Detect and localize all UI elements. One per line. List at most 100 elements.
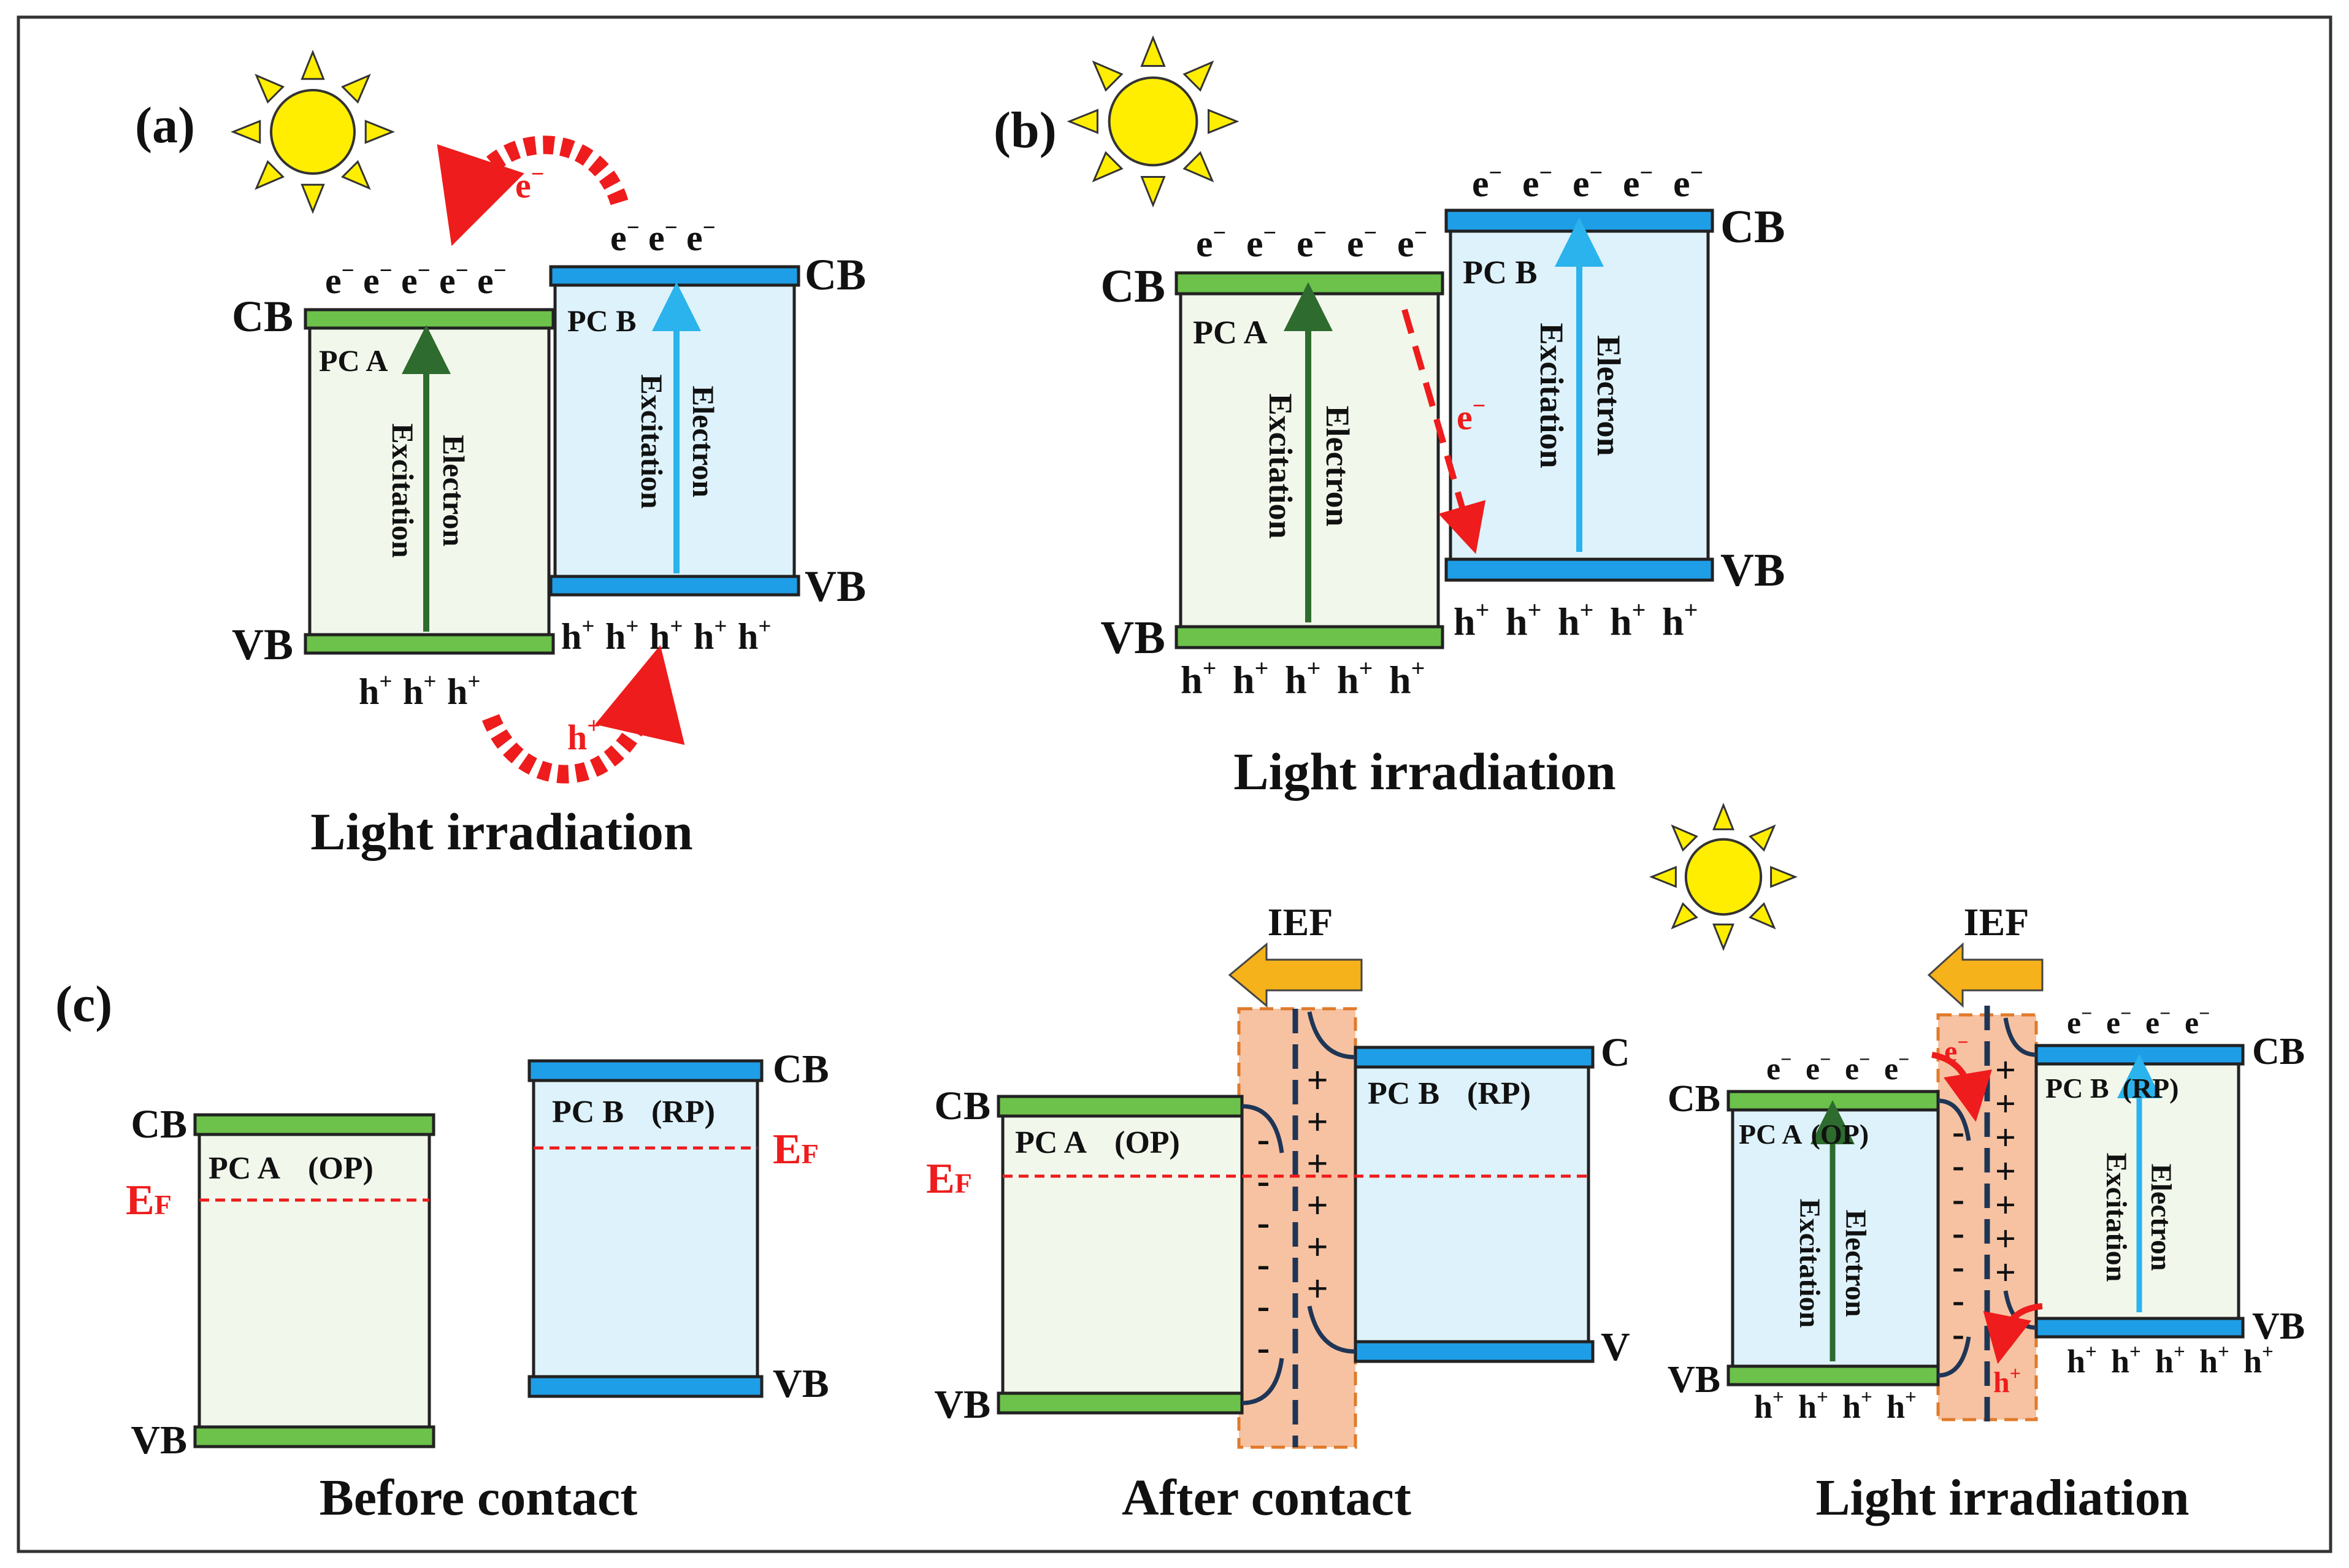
pc-a-cb-band	[304, 308, 555, 330]
positive-charges: +++++++	[1995, 1050, 2016, 1293]
carrier: h+	[2244, 1341, 2274, 1380]
pc-a-label: PC A	[319, 343, 388, 378]
pc-a-excitation-text-2: Excitation	[1793, 1199, 1826, 1328]
space-charge: -	[1257, 1160, 1270, 1202]
light-irradiation-caption: Light irradiation	[1815, 1469, 2189, 1526]
space-charge: -	[1257, 1119, 1270, 1160]
holes-pc-b: h+h+h+h+h+	[561, 614, 771, 657]
sun-icon	[230, 49, 396, 215]
pc-a-vb-band	[1174, 625, 1444, 649]
carrier: h+	[1662, 596, 1698, 643]
fermi-label: EF	[926, 1155, 972, 1203]
carrier: h+	[561, 614, 594, 657]
electrons-pc-a: e− e− e− e−	[1766, 1048, 1909, 1087]
space-charge: -	[1257, 1285, 1270, 1327]
carrier: e−	[1297, 220, 1327, 265]
pc-b-label: PC B	[567, 304, 637, 338]
pc-a-excitation-text-1: Electron	[437, 435, 471, 547]
electron-transfer-arrow	[437, 136, 629, 247]
sun-icon	[1067, 35, 1240, 208]
carrier: e−	[1884, 1048, 1909, 1087]
pc-b-label: PC B(RP)	[1368, 1076, 1531, 1111]
pc-b-vb-label: VB	[1720, 545, 1785, 596]
electron-transfer-dashed-arrow	[1401, 308, 1486, 554]
pc-b-vb-band	[1444, 557, 1714, 582]
space-charge: -	[1952, 1246, 1964, 1287]
pc-b-cb-bend	[1307, 1011, 1356, 1060]
panel-b: e− PC A PC B Electron Excitation Electro…	[1100, 160, 1785, 801]
space-charge: +	[1306, 1143, 1328, 1185]
carrier: e−	[2145, 1002, 2171, 1041]
pc-b-excitation-text-2: Excitation	[2100, 1153, 2132, 1282]
carrier: e−	[2106, 1002, 2131, 1041]
hole-transfer-arrow	[1983, 1303, 2043, 1364]
ief-label: IEF	[1964, 900, 2029, 944]
carrier: h+	[2111, 1341, 2141, 1380]
panel-b-caption: Light irradiation	[1233, 742, 1616, 801]
transfer-electron-label: e−	[1457, 393, 1485, 437]
pc-a-cb-band	[997, 1095, 1244, 1118]
pc-b-cb-label: CB	[2252, 1031, 2305, 1073]
pc-a-cb-label: CB	[232, 292, 293, 341]
pc-a-label: PC A(OP)	[209, 1151, 374, 1186]
carrier: h+	[1233, 654, 1268, 702]
electrons-pc-b: e−e−e−e−e−	[1472, 160, 1703, 205]
holes-pc-a: h+h+h+h+	[1754, 1386, 1917, 1425]
space-charge: +	[1306, 1060, 1328, 1101]
pc-a-cb-band	[1174, 271, 1444, 296]
ief-label: IEF	[1268, 900, 1333, 944]
pc-a-vb-label: VB	[131, 1418, 187, 1463]
carrier: h+	[1337, 654, 1373, 702]
space-charge: -	[1257, 1202, 1270, 1244]
carrier: e−	[1573, 160, 1603, 205]
carrier: e−	[1806, 1048, 1831, 1087]
pc-b-vb-band	[1354, 1340, 1595, 1363]
hole-transfer-arrow	[482, 644, 685, 784]
pc-a-body	[1001, 1102, 1244, 1406]
space-charge: +	[1306, 1101, 1328, 1143]
space-charge: +	[1995, 1084, 2016, 1124]
carrier: h+	[2199, 1341, 2229, 1380]
electrons-pc-a: e−e−e−e−e−	[1196, 220, 1427, 265]
pc-b-excitation-text-1: Electron	[1590, 335, 1627, 456]
pc-b-vb-label: VB	[2252, 1306, 2305, 1347]
carrier: h+	[447, 669, 480, 712]
pc-a-label: PC A	[1193, 314, 1268, 351]
carrier: h+	[1389, 654, 1425, 702]
pc-a-excitation-text-1: Electron	[1839, 1209, 1872, 1317]
holes-pc-b: h+h+h+h+h+	[2067, 1341, 2274, 1380]
electrons-pc-a: e−e−e−e−e−	[325, 258, 507, 301]
pc-a-vb-bend	[1937, 1336, 1971, 1378]
carrier: h+	[1842, 1386, 1872, 1425]
pc-b-excitation-text-1: Electron	[686, 386, 721, 498]
pc-b-excitation-text-2: Excitation	[635, 374, 669, 509]
carrier: e−	[2067, 1002, 2092, 1041]
pc-a-vb-bend	[1241, 1358, 1284, 1405]
pc-b-fermi-label: EF	[773, 1126, 819, 1173]
ief-arrow	[1927, 942, 2044, 1008]
pc-a-label: PC A(OP)	[1739, 1119, 1869, 1150]
pc-b-cb-label: CB	[1720, 201, 1785, 253]
pc-b-label: PC B(RP)	[552, 1095, 715, 1130]
pc-a-vb-label: VB	[934, 1382, 991, 1427]
carrier: e−	[1845, 1048, 1870, 1087]
pc-a-cb-label: CB	[1668, 1078, 1720, 1120]
pc-b-label: PC B	[1463, 254, 1538, 291]
transfer-hole-label: h+	[1993, 1362, 2021, 1399]
carrier: h+	[1506, 596, 1541, 643]
carrier: e−	[1766, 1048, 1791, 1087]
pc-b-vb-band	[2034, 1317, 2245, 1339]
space-charge: -	[1952, 1280, 1964, 1320]
panel-a-caption: Light irradiation	[310, 802, 693, 861]
transfer-hole-label: h+	[567, 713, 600, 757]
carrier: e−	[2185, 1002, 2210, 1041]
panel-c-before: PC A(OP) PC B(RP) CB VB CB VB EF EF Befo…	[126, 1047, 829, 1526]
pc-b-vb-label: VB	[805, 562, 866, 611]
carrier: e−	[1246, 220, 1276, 265]
pc-a-vb-label: VB	[232, 620, 293, 669]
carrier: h+	[1798, 1386, 1828, 1425]
carrier: e−	[1623, 160, 1653, 205]
electrons-pc-b: e−e−e−	[610, 215, 716, 258]
sun-icon	[1649, 802, 1798, 952]
figure-frame	[17, 15, 2332, 1553]
